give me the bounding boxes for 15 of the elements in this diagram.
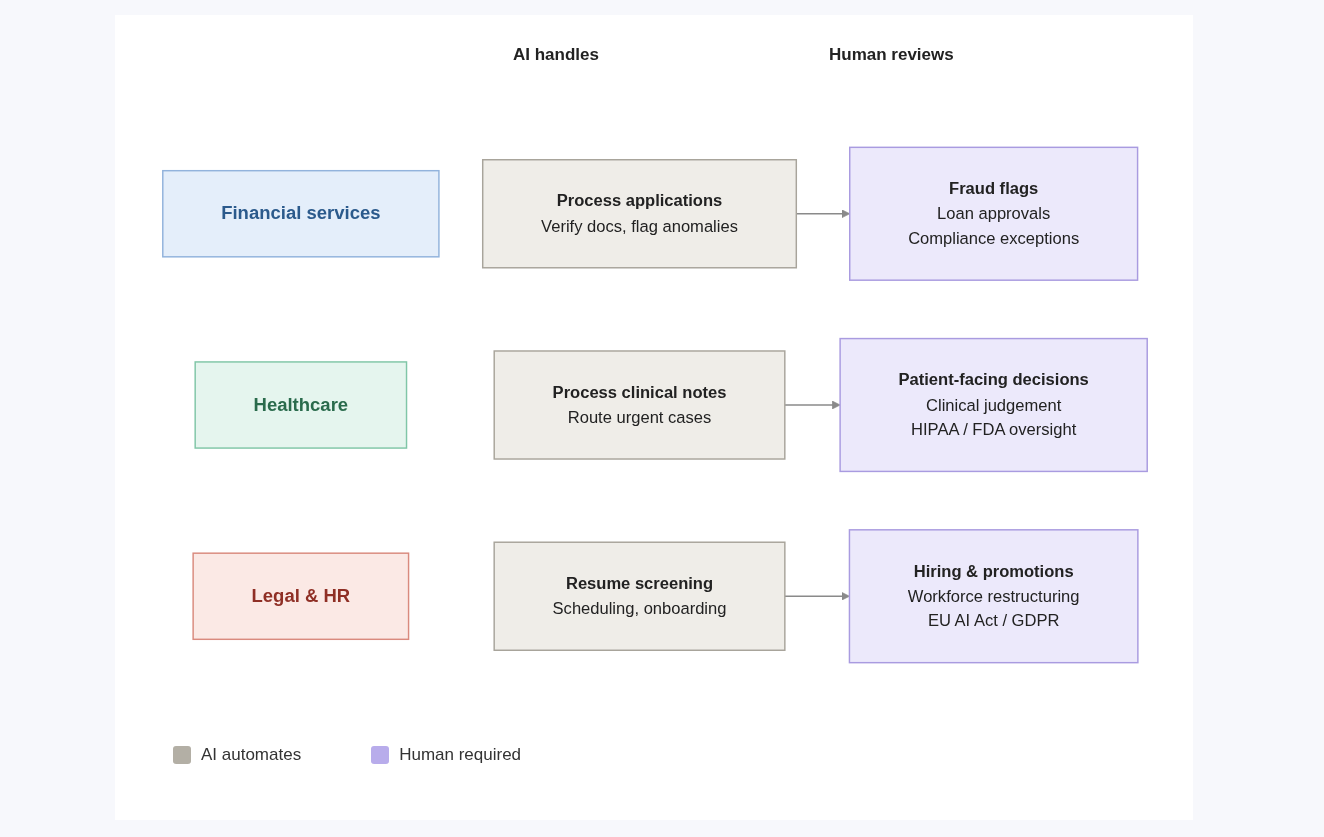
legend-label: Human required (399, 745, 522, 765)
node-box: Healthcare (194, 361, 408, 449)
node-box: Hiring & promotions Workforce restructuring EU AI Act / GDPR (848, 529, 1139, 664)
legend-label: AI automates (201, 745, 302, 765)
column-heading: Human reviews (829, 45, 954, 65)
node-box: Patient-facing decisions Clinical judgement HIPAA / FDA oversight (839, 337, 1148, 473)
column-heading: AI handles (513, 45, 599, 65)
node-box: Resume screening Scheduling, onboarding (493, 541, 786, 651)
arrow (784, 400, 841, 410)
node-box: Process clinical notes Route urgent cases (493, 350, 786, 460)
arrow (784, 591, 850, 601)
node-box: Fraud flags Loan approvals Compliance exceptions (849, 146, 1139, 281)
node-box: Process applications Verify docs, flag anomalies (481, 159, 798, 269)
node-box: Legal & HR (192, 552, 410, 641)
node-box: Financial services (162, 169, 440, 258)
